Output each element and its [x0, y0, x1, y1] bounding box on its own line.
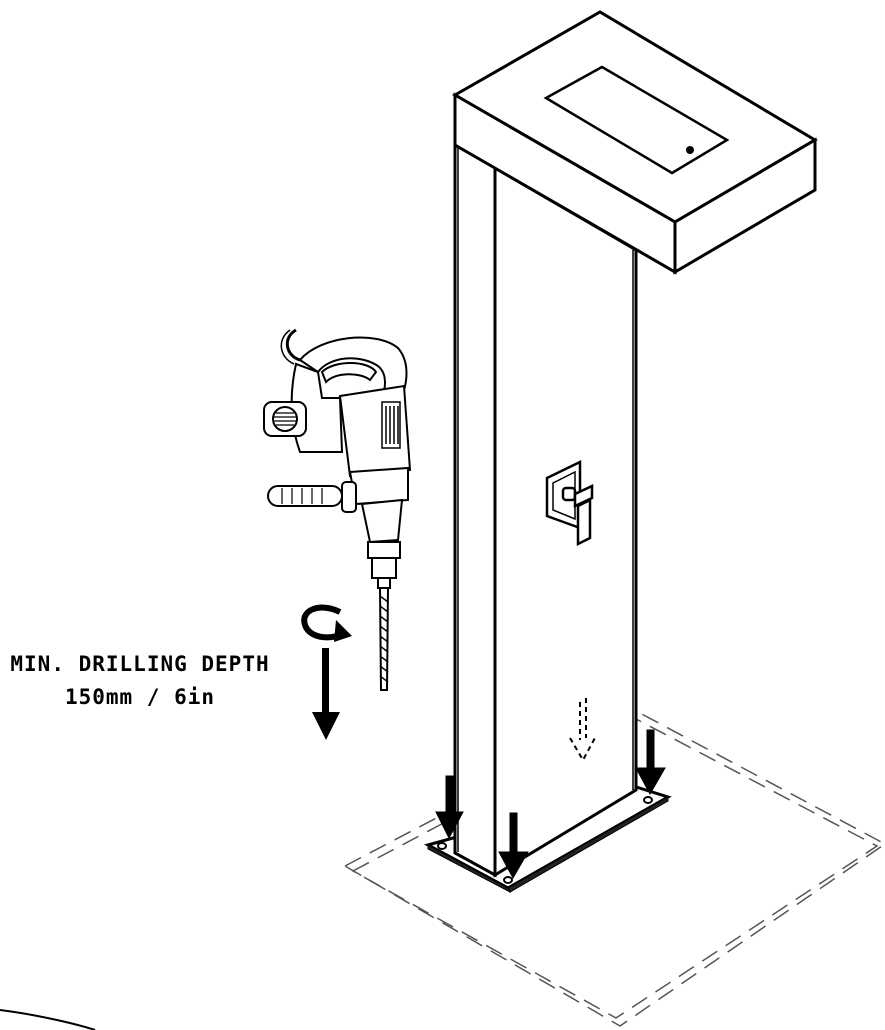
access-handle	[545, 460, 594, 547]
bollard-post	[453, 137, 638, 878]
drill-down-arrow-icon	[312, 648, 340, 740]
drilling-depth-measurement: 150mm / 6in	[64, 685, 216, 709]
rotate-arrow-icon	[301, 604, 352, 642]
cable-edge-line	[0, 1009, 96, 1030]
ground-footprint-dashed	[343, 711, 885, 1027]
down-arrow-icon	[435, 729, 666, 880]
dashed-down-arrow-icon	[569, 698, 597, 763]
hammer-drill-icon	[263, 328, 412, 691]
display-panel	[543, 65, 730, 175]
drilling-depth-heading: MIN. DRILLING DEPTH	[10, 652, 270, 676]
